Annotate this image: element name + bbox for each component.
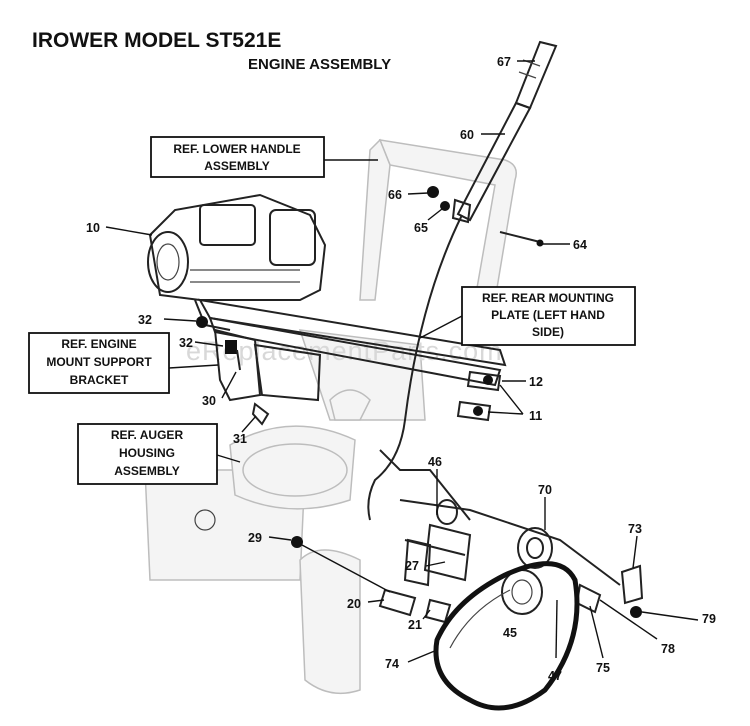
ref-rear-mounting-line-2: PLATE (LEFT HAND (491, 308, 605, 322)
callout-10: 10 (86, 221, 100, 235)
hardware-66-65-64 (427, 186, 544, 247)
callout-leaders (105, 60, 699, 663)
ref-lower-handle-line-1: REF. LOWER HANDLE (173, 142, 300, 156)
auger-housing-ghost (144, 425, 361, 695)
lower-handle-ghost (359, 138, 517, 331)
ref-rear-mounting-box: REF. REAR MOUNTING PLATE (LEFT HAND SIDE… (461, 286, 636, 346)
ref-lower-handle-line-2: ASSEMBLY (204, 159, 270, 173)
callout-78: 78 (661, 642, 675, 656)
callout-47: 47 (548, 669, 562, 683)
frame-rails (198, 298, 507, 402)
diagram-title: IROWER MODEL ST521E (32, 29, 281, 52)
ref-auger-housing-line-1: REF. AUGER (111, 428, 184, 442)
callout-70: 70 (538, 483, 552, 497)
callout-12: 12 (529, 375, 543, 389)
callout-30: 30 (202, 394, 216, 408)
ref-engine-mount-line-3: BRACKET (70, 373, 129, 387)
drive-assembly (291, 499, 644, 624)
callout-labels: 67 60 66 65 64 10 32 32 30 31 12 11 46 7… (86, 55, 716, 683)
ref-engine-mount-box: REF. ENGINE MOUNT SUPPORT BRACKET (28, 332, 170, 394)
callout-67: 67 (497, 55, 511, 69)
ref-auger-housing-box: REF. AUGER HOUSING ASSEMBLY (77, 423, 218, 485)
callout-27: 27 (405, 559, 419, 573)
callout-79: 79 (702, 612, 716, 626)
hardware-32-30-31 (196, 316, 270, 426)
diagram-subtitle: ENGINE ASSEMBLY (248, 56, 391, 73)
callout-21: 21 (408, 618, 422, 632)
callout-75: 75 (596, 661, 610, 675)
callout-65: 65 (414, 221, 428, 235)
callout-74: 74 (385, 657, 399, 671)
hardware-12-11 (456, 370, 502, 422)
callout-31: 31 (233, 432, 247, 446)
callout-11: 11 (529, 409, 542, 423)
cable-lower (379, 449, 471, 521)
ref-engine-mount-line-2: MOUNT SUPPORT (46, 355, 152, 369)
callout-73: 73 (628, 522, 642, 536)
ref-leaders (168, 159, 463, 463)
rear-mounting-plate-ghost (298, 329, 426, 421)
callout-64: 64 (573, 238, 587, 252)
ref-auger-housing-line-2: HOUSING (119, 446, 175, 460)
callout-66: 66 (388, 188, 402, 202)
ref-lower-handle-box: REF. LOWER HANDLE ASSEMBLY (150, 136, 325, 178)
callout-32-upper: 32 (138, 313, 152, 327)
ref-engine-mount-line-1: REF. ENGINE (61, 337, 136, 351)
callout-20: 20 (347, 597, 361, 611)
callout-60: 60 (460, 128, 474, 142)
callout-46: 46 (428, 455, 442, 469)
control-cable (367, 214, 463, 521)
engine (147, 193, 327, 331)
ref-rear-mounting-line-1: REF. REAR MOUNTING (482, 291, 614, 305)
ref-rear-mounting-line-3: SIDE) (532, 325, 564, 339)
callout-45: 45 (503, 626, 517, 640)
ref-auger-housing-line-3: ASSEMBLY (114, 464, 180, 478)
drive-belt (433, 561, 580, 711)
callout-32-lower: 32 (179, 336, 193, 350)
callout-29: 29 (248, 531, 262, 545)
